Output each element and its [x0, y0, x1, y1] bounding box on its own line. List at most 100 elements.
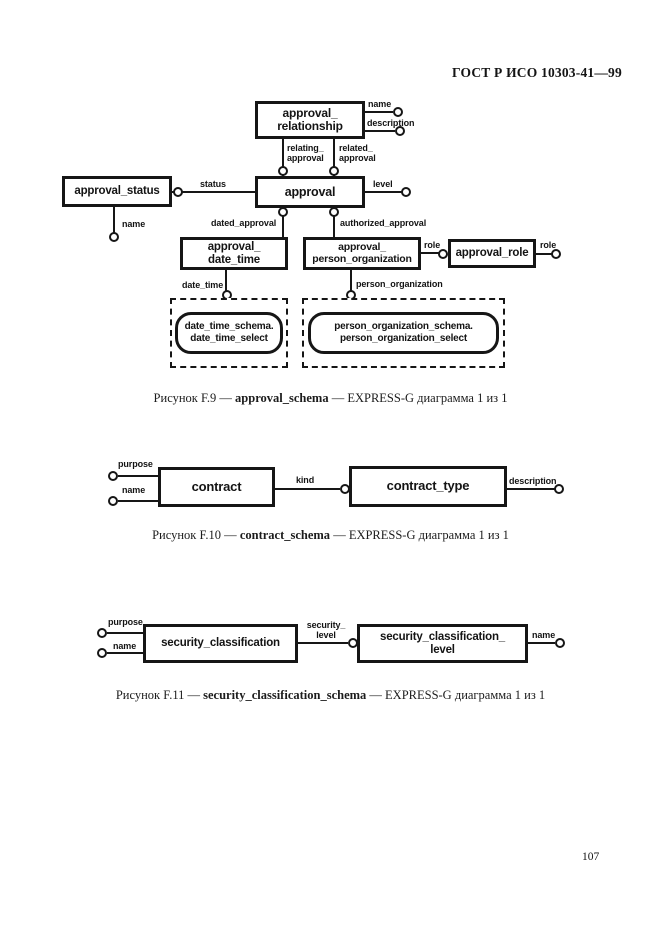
- attr-line-person-organization: [350, 270, 352, 292]
- figure-caption-f10: Рисунок F.10 — contract_schema — EXPRESS…: [0, 528, 661, 543]
- interschema-ref-date-time-select: date_time_schema. date_time_select: [175, 312, 283, 354]
- entity-security-classification: security_classification: [143, 624, 298, 663]
- attr-label-kind: kind: [296, 475, 315, 485]
- attr-terminal-circle: [173, 187, 183, 197]
- entity-label: approval_role: [455, 247, 529, 260]
- attr-label-purpose: purpose: [108, 617, 143, 627]
- attr-label-purpose: purpose: [118, 459, 153, 469]
- entity-label: approval_: [338, 240, 386, 253]
- entity-label: security_classification_: [380, 630, 505, 643]
- attr-label-description: description: [367, 118, 415, 128]
- attr-label-status: status: [200, 179, 226, 189]
- attr-label-person-organization: person_organization: [356, 279, 443, 289]
- attr-label-security-level: security_ level: [303, 620, 349, 640]
- attr-label-role-left: role: [424, 240, 441, 250]
- attr-label-name: name: [368, 99, 392, 109]
- attr-label-line: approval: [287, 153, 324, 163]
- entity-approval-person-organization: approval_ person_organization: [303, 237, 421, 270]
- entity-label: approval_: [282, 105, 338, 120]
- attr-line-security-level: [298, 642, 348, 644]
- attr-label-role-right: role: [540, 240, 557, 250]
- attr-terminal-circle: [393, 107, 403, 117]
- attr-label-name: name: [113, 641, 137, 651]
- caption-suffix: — EXPRESS-G диаграмма 1 из 1: [330, 528, 509, 542]
- page-number: 107: [582, 851, 600, 863]
- caption-suffix: — EXPRESS-G диаграмма 1 из 1: [366, 688, 546, 702]
- attr-label-line: security_: [306, 620, 346, 630]
- entity-label: security_classification: [161, 637, 280, 650]
- attr-label-line: approval: [339, 153, 376, 163]
- attr-line-status: [172, 191, 255, 193]
- attr-line-role-left: [421, 252, 440, 254]
- entity-approval-status: approval_status: [62, 176, 172, 207]
- attr-terminal-circle: [278, 166, 288, 176]
- attr-terminal-circle: [109, 232, 119, 242]
- attr-terminal-circle: [329, 166, 339, 176]
- attr-terminal-circle: [395, 126, 405, 136]
- ref-label: person_organization_schema.: [334, 321, 473, 333]
- figure-caption-f9: Рисунок F.9 — approval_schema — EXPRESS-…: [0, 391, 661, 406]
- attr-terminal-circle: [401, 187, 411, 197]
- caption-schema-name: approval_schema: [235, 391, 329, 405]
- attr-terminal-circle: [438, 249, 448, 259]
- attr-label-name-right: name: [532, 630, 556, 640]
- attr-label-authorized-approval: authorized_approval: [340, 218, 427, 228]
- attr-line-description: [507, 488, 555, 490]
- ref-label: date_time_schema.: [184, 321, 274, 333]
- entity-approval: approval: [255, 176, 365, 208]
- entity-contract: contract: [158, 467, 275, 507]
- entity-label: date_time: [208, 253, 260, 266]
- caption-prefix: Рисунок F.9 —: [153, 391, 236, 405]
- attr-line-name: [107, 652, 143, 654]
- entity-label: contract: [191, 478, 242, 494]
- attr-terminal-circle: [97, 628, 107, 638]
- interschema-ref-person-organization-select: person_organization_schema. person_organ…: [308, 312, 499, 354]
- entity-label: person_organization: [312, 252, 412, 265]
- attr-terminal-circle: [97, 648, 107, 658]
- caption-schema-name: security_classification_schema: [203, 688, 367, 702]
- caption-schema-name: contract_schema: [239, 528, 331, 542]
- attr-label-line: related_: [339, 143, 373, 153]
- entity-label: approval_status: [74, 185, 160, 198]
- entity-label: level: [430, 643, 455, 656]
- attr-line-description: [365, 130, 395, 132]
- entity-label: contract_type: [386, 478, 470, 494]
- attr-line-dated-approval: [282, 216, 284, 237]
- entity-approval-role: approval_role: [448, 239, 536, 268]
- attr-label-name: name: [122, 485, 146, 495]
- attr-terminal-circle: [551, 249, 561, 259]
- attr-line-related-approval: [333, 139, 335, 176]
- caption-suffix: — EXPRESS-G диаграмма 1 из 1: [328, 391, 508, 405]
- attr-label-relating-approval: relating_ approval: [287, 143, 324, 163]
- entity-label: approval_: [207, 240, 261, 253]
- attr-line-kind: [275, 488, 340, 490]
- attr-label-line: level: [316, 630, 336, 640]
- entity-approval-date-time: approval_ date_time: [180, 237, 288, 270]
- entity-label: approval: [284, 185, 336, 199]
- attr-line-authorized-approval: [333, 216, 335, 237]
- attr-label-level: level: [373, 179, 393, 189]
- attr-line-status-name: [113, 207, 115, 233]
- attr-line-date-time: [225, 270, 227, 292]
- attr-terminal-circle: [554, 484, 564, 494]
- ref-label: date_time_select: [190, 333, 268, 344]
- attr-line-name: [118, 500, 158, 502]
- attr-line-name: [365, 111, 393, 113]
- standard-header: ГОСТ Р ИСО 10303-41—99: [452, 65, 622, 80]
- attr-line-name-right: [528, 642, 555, 644]
- attr-label-line: relating_: [287, 143, 324, 153]
- attr-label-date-time: date_time: [182, 280, 224, 290]
- attr-terminal-circle: [555, 638, 565, 648]
- attr-line-level: [365, 191, 402, 193]
- figure-caption-f11: Рисунок F.11 — security_classification_s…: [0, 688, 661, 703]
- caption-prefix: Рисунок F.10 —: [152, 528, 240, 542]
- attr-line-role-right: [536, 253, 552, 255]
- caption-prefix: Рисунок F.11 —: [115, 688, 204, 702]
- ref-label: person_organization_select: [339, 333, 468, 344]
- attr-label-description: description: [509, 476, 557, 486]
- attr-line-purpose: [107, 632, 143, 634]
- attr-line-relating-approval: [282, 139, 284, 176]
- attr-label-dated-approval: dated_approval: [211, 218, 277, 228]
- attr-label-related-approval: related_ approval: [339, 143, 376, 163]
